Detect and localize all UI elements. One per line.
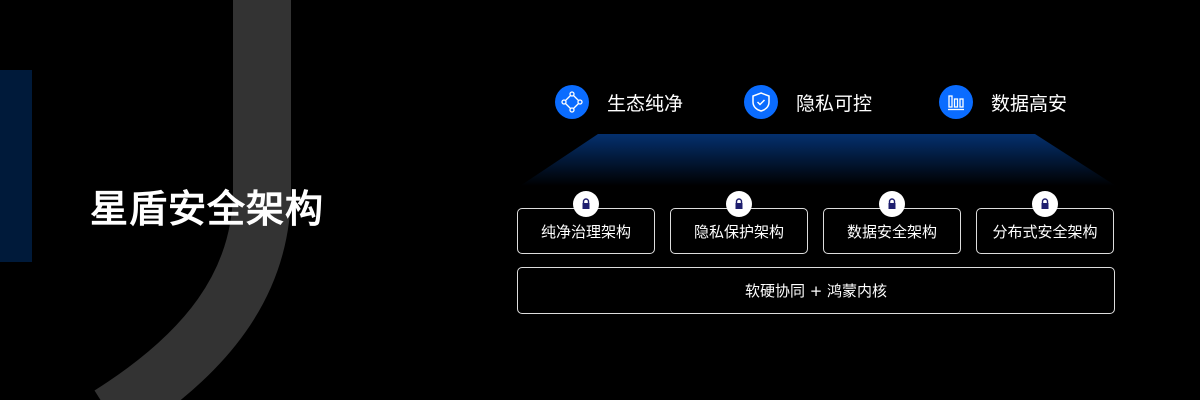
feature-ecosystem: 生态纯净: [555, 85, 683, 119]
arch-label: 数据安全架构: [846, 222, 937, 241]
arch-label: 纯净治理架构: [540, 222, 631, 241]
shield-check-icon: [744, 85, 778, 119]
accent-bar: [0, 70, 32, 262]
lock-icon: [726, 191, 752, 217]
feature-data: 数据高安: [939, 85, 1067, 119]
arch-label: 隐私保护架构: [693, 222, 784, 241]
feature-label: 数据高安: [991, 92, 1068, 115]
feature-label: 生态纯净: [607, 92, 684, 115]
feature-label: 隐私可控: [796, 92, 873, 115]
lock-icon: [1032, 191, 1058, 217]
platform-gradient: [520, 134, 1116, 186]
arch-label: 分布式安全架构: [992, 222, 1098, 241]
lock-icon: [879, 191, 905, 217]
page-title: 星盾安全架构: [90, 187, 325, 231]
feature-privacy: 隐私可控: [744, 85, 872, 119]
base-label: 软硬协同 + 鸿蒙内核: [744, 282, 888, 300]
network-icon: [555, 85, 589, 119]
lock-icon: [573, 191, 599, 217]
base-layer-box: 软硬协同 + 鸿蒙内核: [517, 267, 1115, 314]
bar-chart-icon: [939, 85, 973, 119]
